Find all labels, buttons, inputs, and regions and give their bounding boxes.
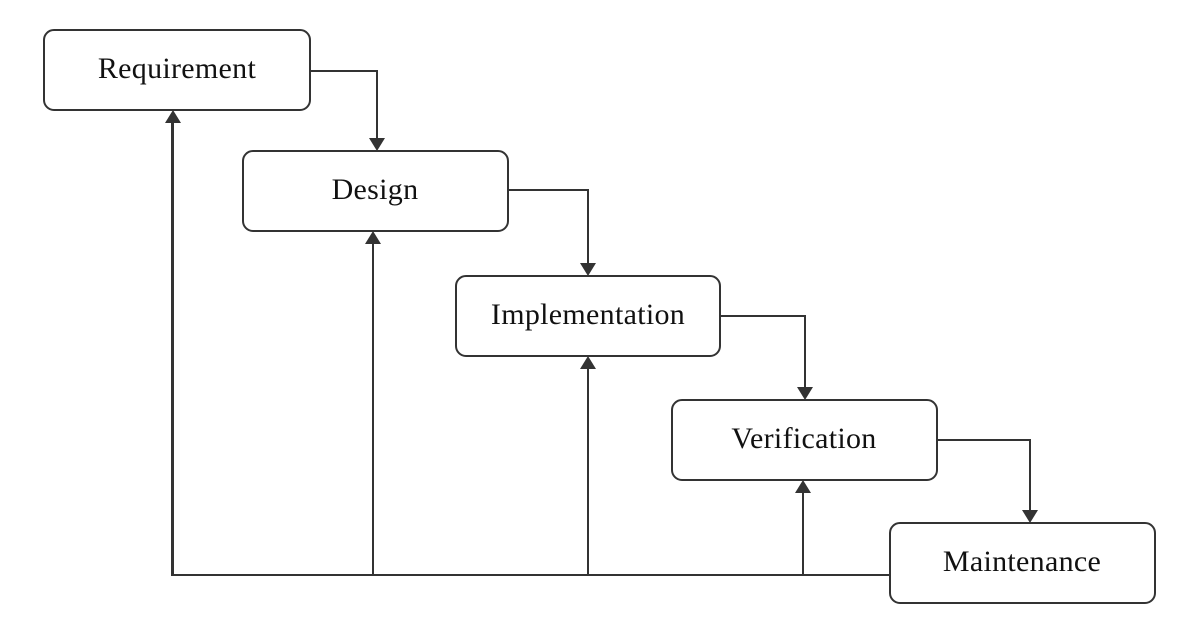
stage-box-layer: RequirementDesignImplementationVerificat…: [43, 29, 1156, 604]
design-to-implementation-arrowhead: [580, 263, 596, 276]
stage-box-design-shape: [242, 150, 509, 232]
stage-box-implementation-shape: [455, 275, 721, 357]
feedback-to-design-arrowhead: [365, 231, 381, 244]
design-to-implementation-line: [508, 189, 589, 268]
stage-box-maintenance-shape: [889, 522, 1156, 604]
feedback-connector-layer: [165, 110, 890, 576]
verification-to-maintenance-arrowhead: [1022, 510, 1038, 523]
stage-label-design: Design: [332, 173, 419, 206]
stage-label-implementation: Implementation: [491, 298, 685, 331]
stage-box-verification[interactable]: Verification: [671, 399, 938, 481]
requirement-to-design-line: [310, 70, 378, 143]
feedback-to-implementation-arrowhead: [580, 356, 596, 369]
stage-box-requirement[interactable]: Requirement: [43, 29, 311, 111]
forward-connector-layer: [310, 70, 1038, 523]
stage-box-requirement-shape: [43, 29, 311, 111]
verification-to-maintenance-line: [937, 439, 1031, 515]
stage-label-verification: Verification: [731, 422, 876, 455]
stage-label-requirement: Requirement: [98, 52, 257, 85]
implementation-to-verification-arrowhead: [797, 387, 813, 400]
stage-box-maintenance[interactable]: Maintenance: [889, 522, 1156, 604]
feedback-to-verification-arrowhead: [795, 480, 811, 493]
feedback-to-requirement-arrowhead: [165, 110, 181, 123]
stage-label-maintenance: Maintenance: [943, 545, 1101, 578]
stage-box-design[interactable]: Design: [242, 150, 509, 232]
stage-box-implementation[interactable]: Implementation: [455, 275, 721, 357]
requirement-to-design-arrowhead: [369, 138, 385, 151]
stage-box-verification-shape: [671, 399, 938, 481]
implementation-to-verification-line: [720, 315, 806, 392]
